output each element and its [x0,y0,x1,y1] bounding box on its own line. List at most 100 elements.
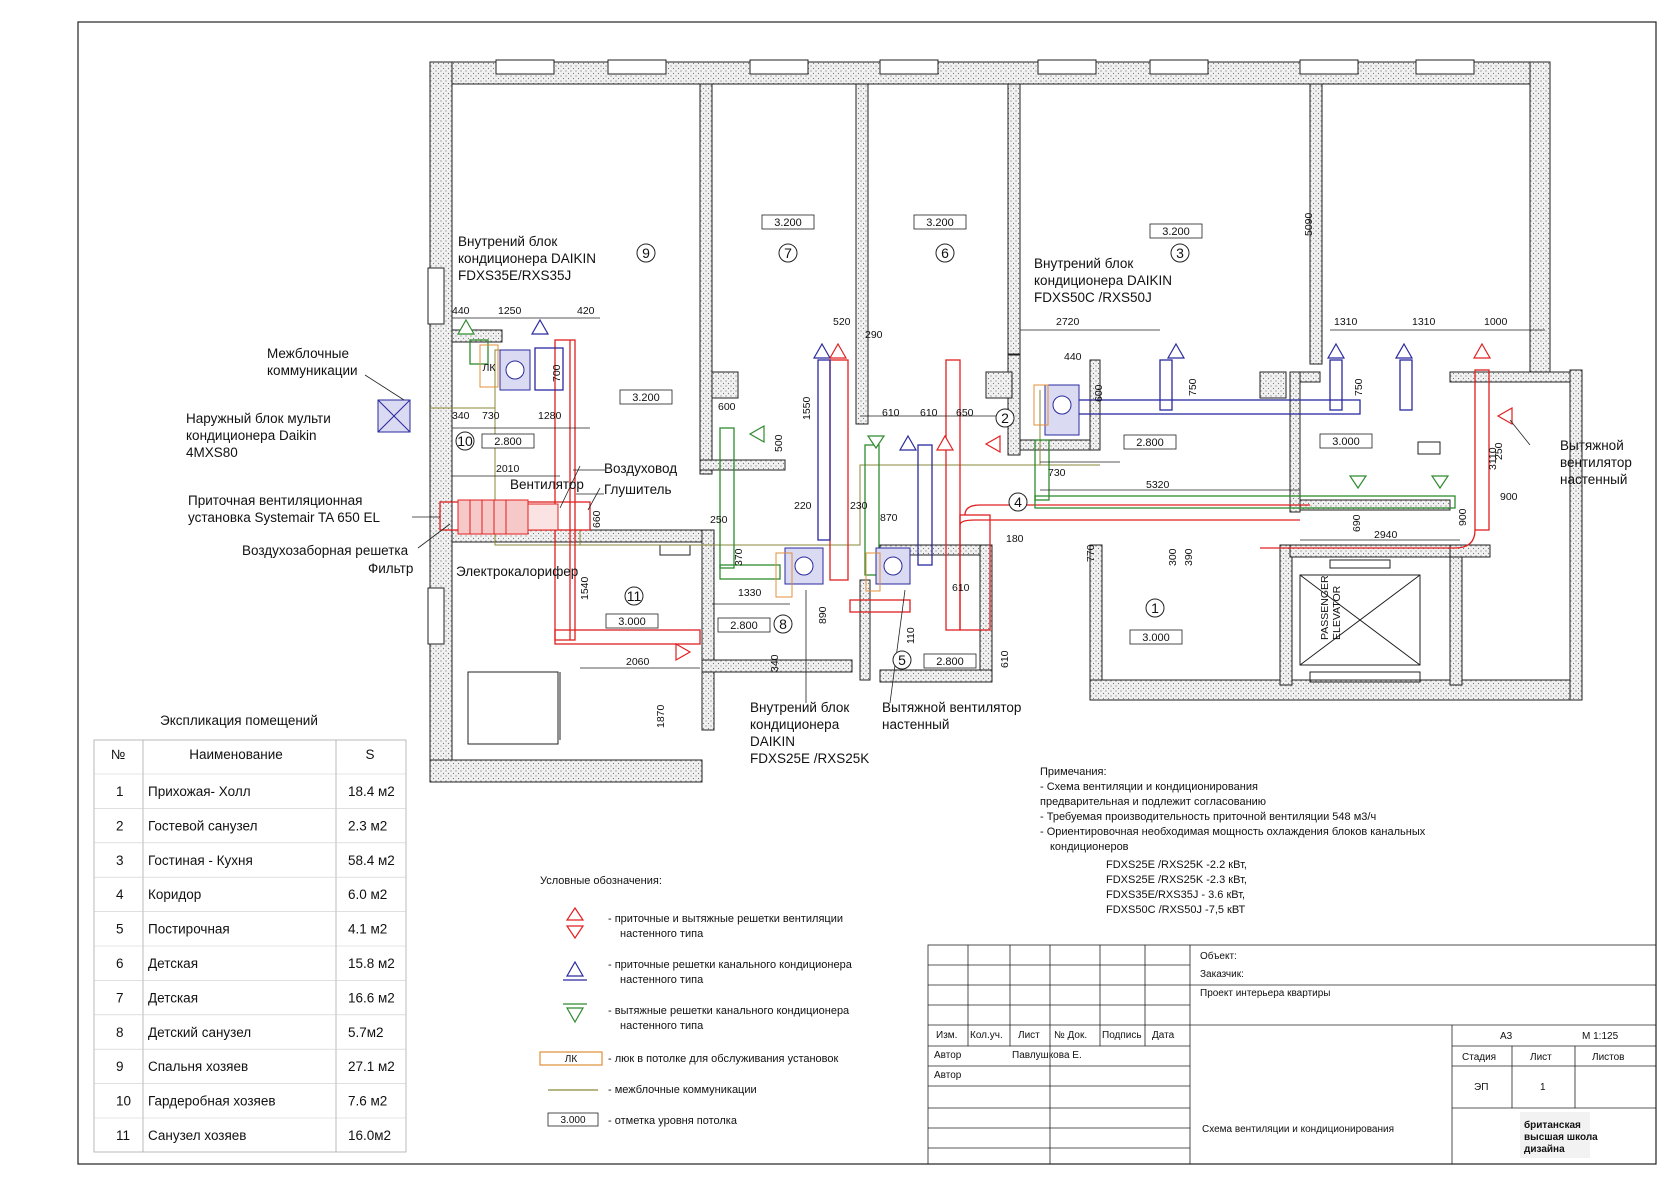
tb-col-4: № Док. [1054,1030,1087,1041]
school-logo [1520,1112,1590,1158]
ceiling-r3: 3.200 [1162,226,1190,238]
indoor-unit-8-l1: Внутрений блок [750,700,849,715]
dim: 5090 [1303,212,1315,236]
legend-title: Условные обозначения: [540,875,662,887]
tb-customer: Заказчик: [1200,969,1244,980]
table-cell-area: 27.1 м2 [348,1059,395,1074]
note-5: кондиционеров [1050,841,1129,853]
note-unit-2: FDXS25E /RXS25K -2.3 кВт, [1106,874,1247,886]
ceiling-r10: 2.800 [494,436,522,448]
ceiling-r11: 3.000 [618,616,646,628]
dim: 750 [1187,378,1199,396]
note-1: - Схема вентиляции и кондиционирования [1040,781,1258,793]
logo-l2: высшая школа [1524,1132,1598,1143]
table-cell-num: 2 [116,818,124,833]
dim: 1250 [498,305,522,317]
legend-2-l2: настенного типа [620,974,704,986]
note-4: - Ориентировочная необходимая мощность о… [1040,826,1426,838]
table-cell-name: Спальня хозяев [148,1059,248,1074]
indoor-unit-3-l3: FDXS50C /RXS50J [1034,290,1152,305]
table-cell-name: Гардеробная хозяев [148,1094,276,1109]
table-cell-name: Детский санузел [148,1025,251,1040]
dim: 1870 [655,704,667,728]
exhaust-fan-5-l2: настенный [882,717,949,732]
indoor-unit-9-l2: кондиционера DAIKIN [458,251,596,266]
legend-4: - люк в потолке для обслуживания установ… [608,1053,839,1065]
tb-project: Проект интерьера квартиры [1200,988,1330,999]
leader-lines [364,374,1531,704]
table-cell-area: 6.0 м2 [348,887,387,902]
dim: 1000 [1484,316,1508,328]
table-cell-area: 15.8 м2 [348,956,395,971]
sheet-frame [77,21,1657,1165]
filter-label: Фильтр [368,561,413,576]
table-cell-num: 10 [116,1094,131,1109]
room-2: 2 [1001,410,1009,426]
dim: 870 [880,512,898,524]
legend-6: - отметка уровня потолка [608,1115,738,1127]
dim: 340 [452,410,470,422]
dim: 370 [733,548,745,566]
outdoor-unit-l3: 4MXS80 [186,445,238,460]
explication-title: Экспликация помещений [160,713,318,728]
dim: 730 [1048,467,1066,479]
ceiling-r7: 3.200 [774,217,802,229]
plan-text: Внутрений блок кондиционера DAIKIN FDXS3… [186,212,1632,766]
dim: 2010 [496,463,520,475]
elevator-l1: PASSENGER [1319,575,1331,640]
logo-l1: британская [1524,1119,1581,1131]
room-8: 8 [779,616,787,632]
legend-2-l1: - приточные решетки канального кондицион… [608,959,853,971]
dim: 2940 [1374,529,1398,541]
tb-sheets-h: Листов [1592,1052,1625,1063]
dim: 650 [956,407,974,419]
dim: 1540 [579,576,591,600]
indoor-unit-3-l2: кондиционера DAIKIN [1034,273,1172,288]
room-4: 4 [1014,494,1022,510]
dim: 440 [1064,351,1082,363]
table-cell-num: 6 [116,956,124,971]
table-cell-name: Коридор [148,887,201,902]
interblock-l2: коммуникации [267,363,358,378]
table-cell-area: 58.4 м2 [348,853,395,868]
tb-sheet-h: Лист [1530,1052,1552,1063]
dim: 900 [1457,508,1469,526]
ceiling-r5: 2.800 [936,656,964,668]
room-11: 11 [627,588,642,604]
dim: 250 [710,514,728,526]
ceiling-rh: 3.000 [1332,436,1360,448]
ceiling-r9: 3.200 [632,392,660,404]
dimension-lines [452,317,1545,669]
dim: 230 [850,500,868,512]
room-3: 3 [1176,245,1184,261]
dim: 1310 [1334,316,1358,328]
table-cell-area: 7.6 м2 [348,1094,387,1109]
ceiling-r8: 2.800 [730,620,758,632]
note-2: предварительная и подлежит согласованию [1040,796,1266,808]
dim: 250 [1493,442,1505,460]
silencer-label: Глушитель [604,482,672,497]
indoor-unit-3-l1: Внутрений блок [1034,256,1133,271]
room-7: 7 [784,245,792,261]
legend-text: Условные обозначения: - приточные и вытя… [540,875,853,1127]
dim: 2060 [626,656,650,668]
dim: 110 [905,627,917,644]
table-cell-num: 8 [116,1025,124,1040]
note-3: - Требуемая производительность приточной… [1040,811,1376,823]
dim: 730 [482,410,500,422]
title-block-grid [927,944,1657,1165]
room-1: 1 [1151,600,1159,616]
legend-symbols [539,906,603,1127]
title-block-text: Объект: Заказчик: Проект интерьера кварт… [934,950,1625,1155]
tb-stage: ЭП [1474,1082,1488,1093]
table-cell-name: Детская [148,990,198,1005]
dim: 890 [817,606,829,624]
tb-author-2: Автор [934,1070,962,1081]
exhaust-fan-1-l3: настенный [1560,472,1627,487]
explication-text: Экспликация помещений № Наименование S [111,713,375,762]
service-hatches [479,344,1049,598]
outdoor-unit-l2: кондиционера Daikin [186,428,316,443]
table-cell-name: Детская [148,956,198,971]
room-5: 5 [898,652,906,668]
